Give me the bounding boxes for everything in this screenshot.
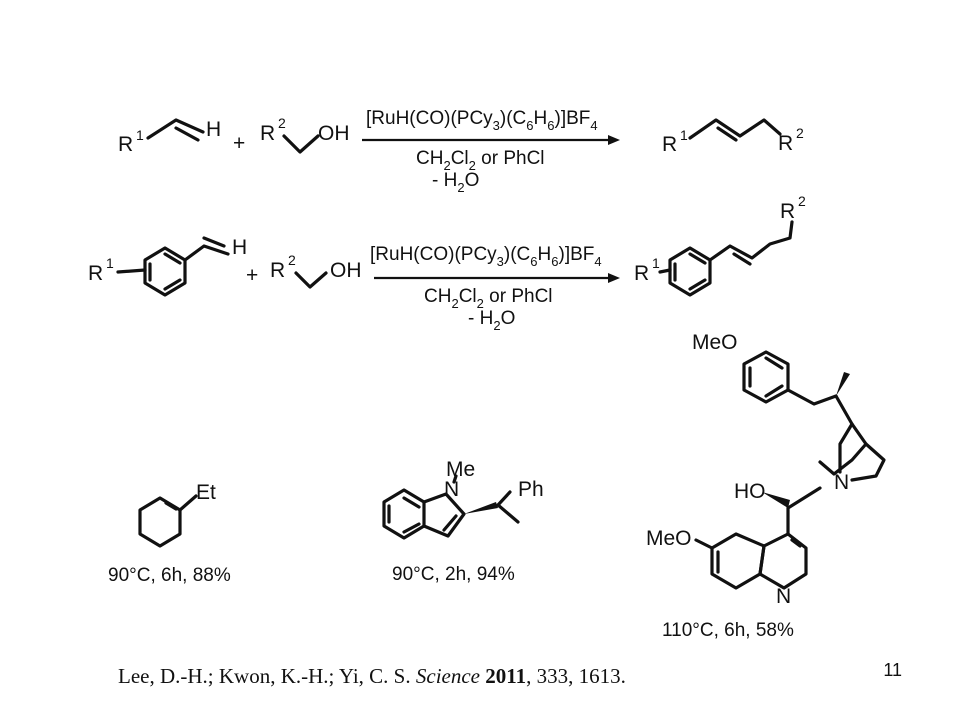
alcohol-r-superscript: 2 bbox=[288, 252, 296, 268]
product-r2-label: R bbox=[780, 200, 795, 223]
arene-r-label: R bbox=[88, 262, 103, 285]
result-label: 90°C, 2h, 94% bbox=[392, 564, 515, 585]
anisole-ring bbox=[742, 350, 790, 404]
reaction-1: R 1 H + R 2 OH [RuH(CO)(PCy3)(C6H6)]BF4 … bbox=[118, 108, 804, 195]
alkene-h-label: H bbox=[232, 236, 247, 259]
citation-year: 2011 bbox=[485, 664, 527, 688]
hydroxyl-label: HO bbox=[734, 480, 766, 503]
alcohol-oh-label: OH bbox=[330, 259, 362, 282]
alcohol-r-label: R bbox=[260, 122, 275, 145]
alcohol-oh-label: OH bbox=[318, 122, 350, 145]
quinuclidine-n-label: N bbox=[834, 471, 849, 494]
alkene-h-label: H bbox=[206, 118, 221, 141]
plus-sign: + bbox=[246, 264, 258, 287]
solvent-label: CH2Cl2 or PhCl bbox=[424, 286, 553, 311]
plus-sign: + bbox=[233, 132, 245, 155]
catalyst-label: [RuH(CO)(PCy3)(C6H6)]BF4 bbox=[366, 108, 598, 133]
example-quinine-derivative: MeO N HO MeO N 110°C, 6h, 58% bbox=[646, 331, 886, 641]
arene-r-superscript: 1 bbox=[106, 255, 114, 271]
reaction-arrow bbox=[362, 135, 620, 145]
example-indole: N Me Ph 90°C, 2h, 94% bbox=[382, 458, 544, 585]
product-r1-superscript: 1 bbox=[680, 127, 688, 143]
alkene-r-superscript: 1 bbox=[136, 127, 144, 143]
reactant-alcohol: R 2 OH bbox=[270, 252, 362, 289]
methoxy-top-label: MeO bbox=[692, 331, 738, 354]
product-r1-label: R bbox=[634, 262, 649, 285]
page-number: 11 bbox=[883, 660, 902, 680]
quinoline-ring-a bbox=[758, 532, 808, 590]
methoxy-bottom-label: MeO bbox=[646, 527, 692, 550]
reactant-alcohol: R 2 OH bbox=[260, 115, 350, 154]
product-r2-superscript: 2 bbox=[798, 193, 806, 209]
double-bond bbox=[164, 501, 178, 511]
reaction-arrow bbox=[374, 273, 620, 283]
double-bond bbox=[732, 252, 752, 266]
product-r2-superscript: 2 bbox=[796, 125, 804, 141]
example-ethylcyclohexene: Et 90°C, 6h, 88% bbox=[108, 481, 231, 586]
alcohol-r-superscript: 2 bbox=[278, 115, 286, 131]
reaction-2: R 1 H + R 2 OH [RuH(CO)(PCy3)(C6H6)]BF4 … bbox=[88, 193, 806, 333]
product-r1-superscript: 1 bbox=[652, 255, 660, 271]
indole-n-label: N bbox=[444, 478, 459, 501]
n-methyl-label: Me bbox=[446, 458, 475, 481]
quinoline-n-label: N bbox=[776, 585, 791, 608]
byproduct-label: - H2O bbox=[432, 170, 479, 195]
solvent-label: CH2Cl2 or PhCl bbox=[416, 148, 545, 173]
double-bond bbox=[716, 126, 738, 142]
ethyl-label: Et bbox=[196, 481, 216, 504]
double-bond bbox=[174, 126, 200, 142]
citation-volume-pages: , 333, 1613. bbox=[526, 664, 626, 688]
reactant-terminal-alkene: R 1 H bbox=[118, 118, 221, 156]
reaction-scheme: R 1 H + R 2 OH [RuH(CO)(PCy3)(C6H6)]BF4 … bbox=[88, 108, 886, 641]
catalyst-label: [RuH(CO)(PCy3)(C6H6)]BF4 bbox=[370, 244, 602, 269]
reactant-styrene: R 1 H bbox=[88, 236, 247, 297]
phenyl-label: Ph bbox=[518, 478, 544, 501]
product-allylbenzene: R 1 R 2 bbox=[634, 193, 806, 297]
product-r2-label: R bbox=[778, 132, 793, 155]
quinoline-ring-b bbox=[710, 532, 766, 590]
cyclohexene-ring bbox=[138, 496, 182, 548]
citation-authors: Lee, D.-H.; Kwon, K.-H.; Yi, C. S. bbox=[118, 664, 416, 688]
product-internal-alkene: R 1 R 2 bbox=[662, 118, 804, 156]
result-label: 90°C, 6h, 88% bbox=[108, 565, 231, 586]
double-bond bbox=[442, 514, 458, 532]
alkene-r-label: R bbox=[118, 133, 133, 156]
wedge-bond bbox=[836, 372, 850, 396]
citation-journal: Science bbox=[415, 664, 480, 688]
double-bond bbox=[202, 236, 226, 248]
byproduct-label: - H2O bbox=[468, 308, 515, 333]
alcohol-r-label: R bbox=[270, 259, 285, 282]
product-r1-label: R bbox=[662, 133, 677, 156]
result-label: 110°C, 6h, 58% bbox=[662, 620, 794, 641]
citation: Lee, D.-H.; Kwon, K.-H.; Yi, C. S. Scien… bbox=[118, 664, 738, 689]
